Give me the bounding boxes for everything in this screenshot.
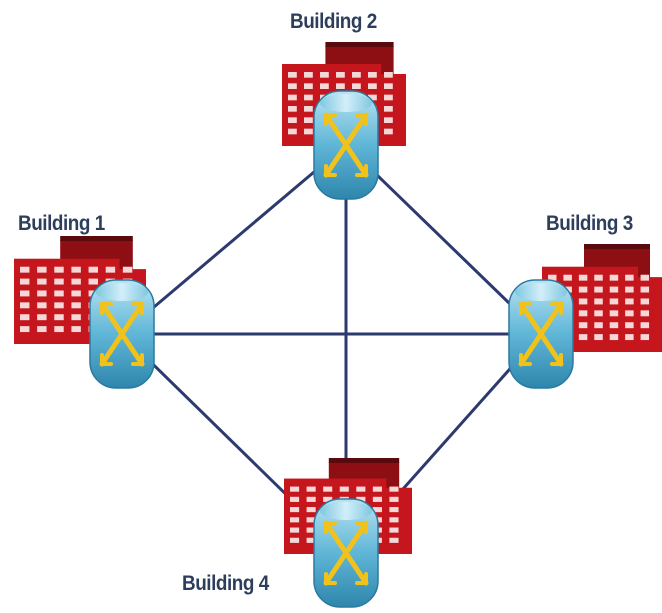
link-b1-b2 [121,143,347,336]
node-b2 [282,42,406,200]
nodes-layer [14,42,662,608]
node-b1 [14,236,155,389]
switch-icon [508,279,574,389]
building-2-label: Building 2 [290,10,377,33]
building-4-label: Building 4 [182,572,269,595]
building-1-label: Building 1 [18,212,105,235]
node-b4 [284,458,412,608]
building-3-label: Building 3 [546,212,633,235]
switch-icon [89,279,155,389]
switch-icon [313,90,379,200]
node-b3 [508,244,662,389]
switch-icon [313,498,379,608]
